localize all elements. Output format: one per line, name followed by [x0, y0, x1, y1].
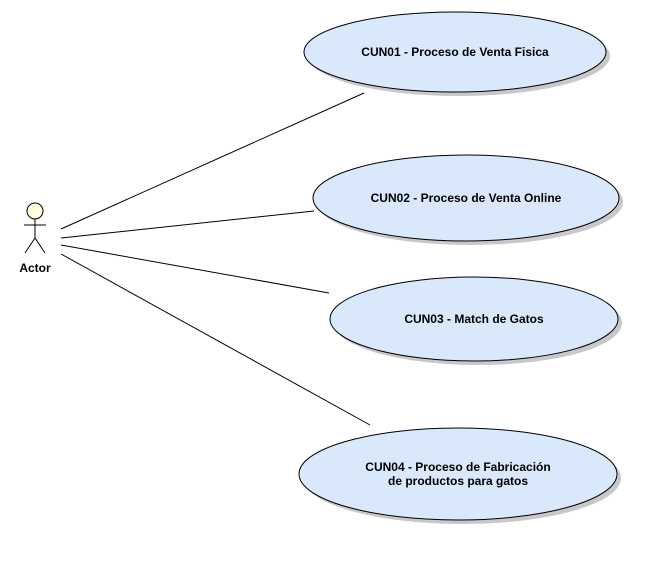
actor-left-leg — [24, 237, 36, 254]
actor[interactable]: Actor — [19, 202, 51, 275]
actor-right-leg — [34, 237, 46, 254]
use-case-cun04[interactable]: CUN04 - Proceso de Fabricación de produc… — [298, 427, 621, 524]
actor-stick-figure-icon — [24, 202, 46, 254]
use-case-cun02[interactable]: CUN02 - Proceso de Venta Online — [312, 154, 623, 245]
actor-label: Actor — [19, 261, 51, 275]
association-cun02[interactable] — [60, 210, 315, 239]
use-case-cun04-ellipse — [298, 427, 618, 521]
use-case-cun03-label: CUN03 - Match de Gatos — [404, 312, 544, 326]
use-case-cun01-ellipse — [303, 11, 607, 93]
association-cun01[interactable] — [60, 92, 365, 230]
use-case-cun02-label: CUN02 - Proceso de Venta Online — [371, 191, 562, 205]
use-case-cun02-ellipse — [312, 154, 620, 242]
association-cun04[interactable] — [60, 253, 371, 426]
actor-head — [26, 202, 44, 220]
use-case-cun03-ellipse — [329, 276, 619, 362]
associations — [60, 92, 371, 426]
use-case-cun04-label-line1: CUN04 - Proceso de Fabricación — [365, 460, 550, 474]
use-case-cun01[interactable]: CUN01 - Proceso de Venta Fisica — [303, 11, 610, 96]
use-case-cun01-label: CUN01 - Proceso de Venta Fisica — [361, 45, 549, 59]
use-case-cun04-label-line2: de productos para gatos — [388, 474, 528, 488]
association-cun03[interactable] — [60, 244, 330, 294]
use-case-cun03[interactable]: CUN03 - Match de Gatos — [329, 276, 622, 365]
